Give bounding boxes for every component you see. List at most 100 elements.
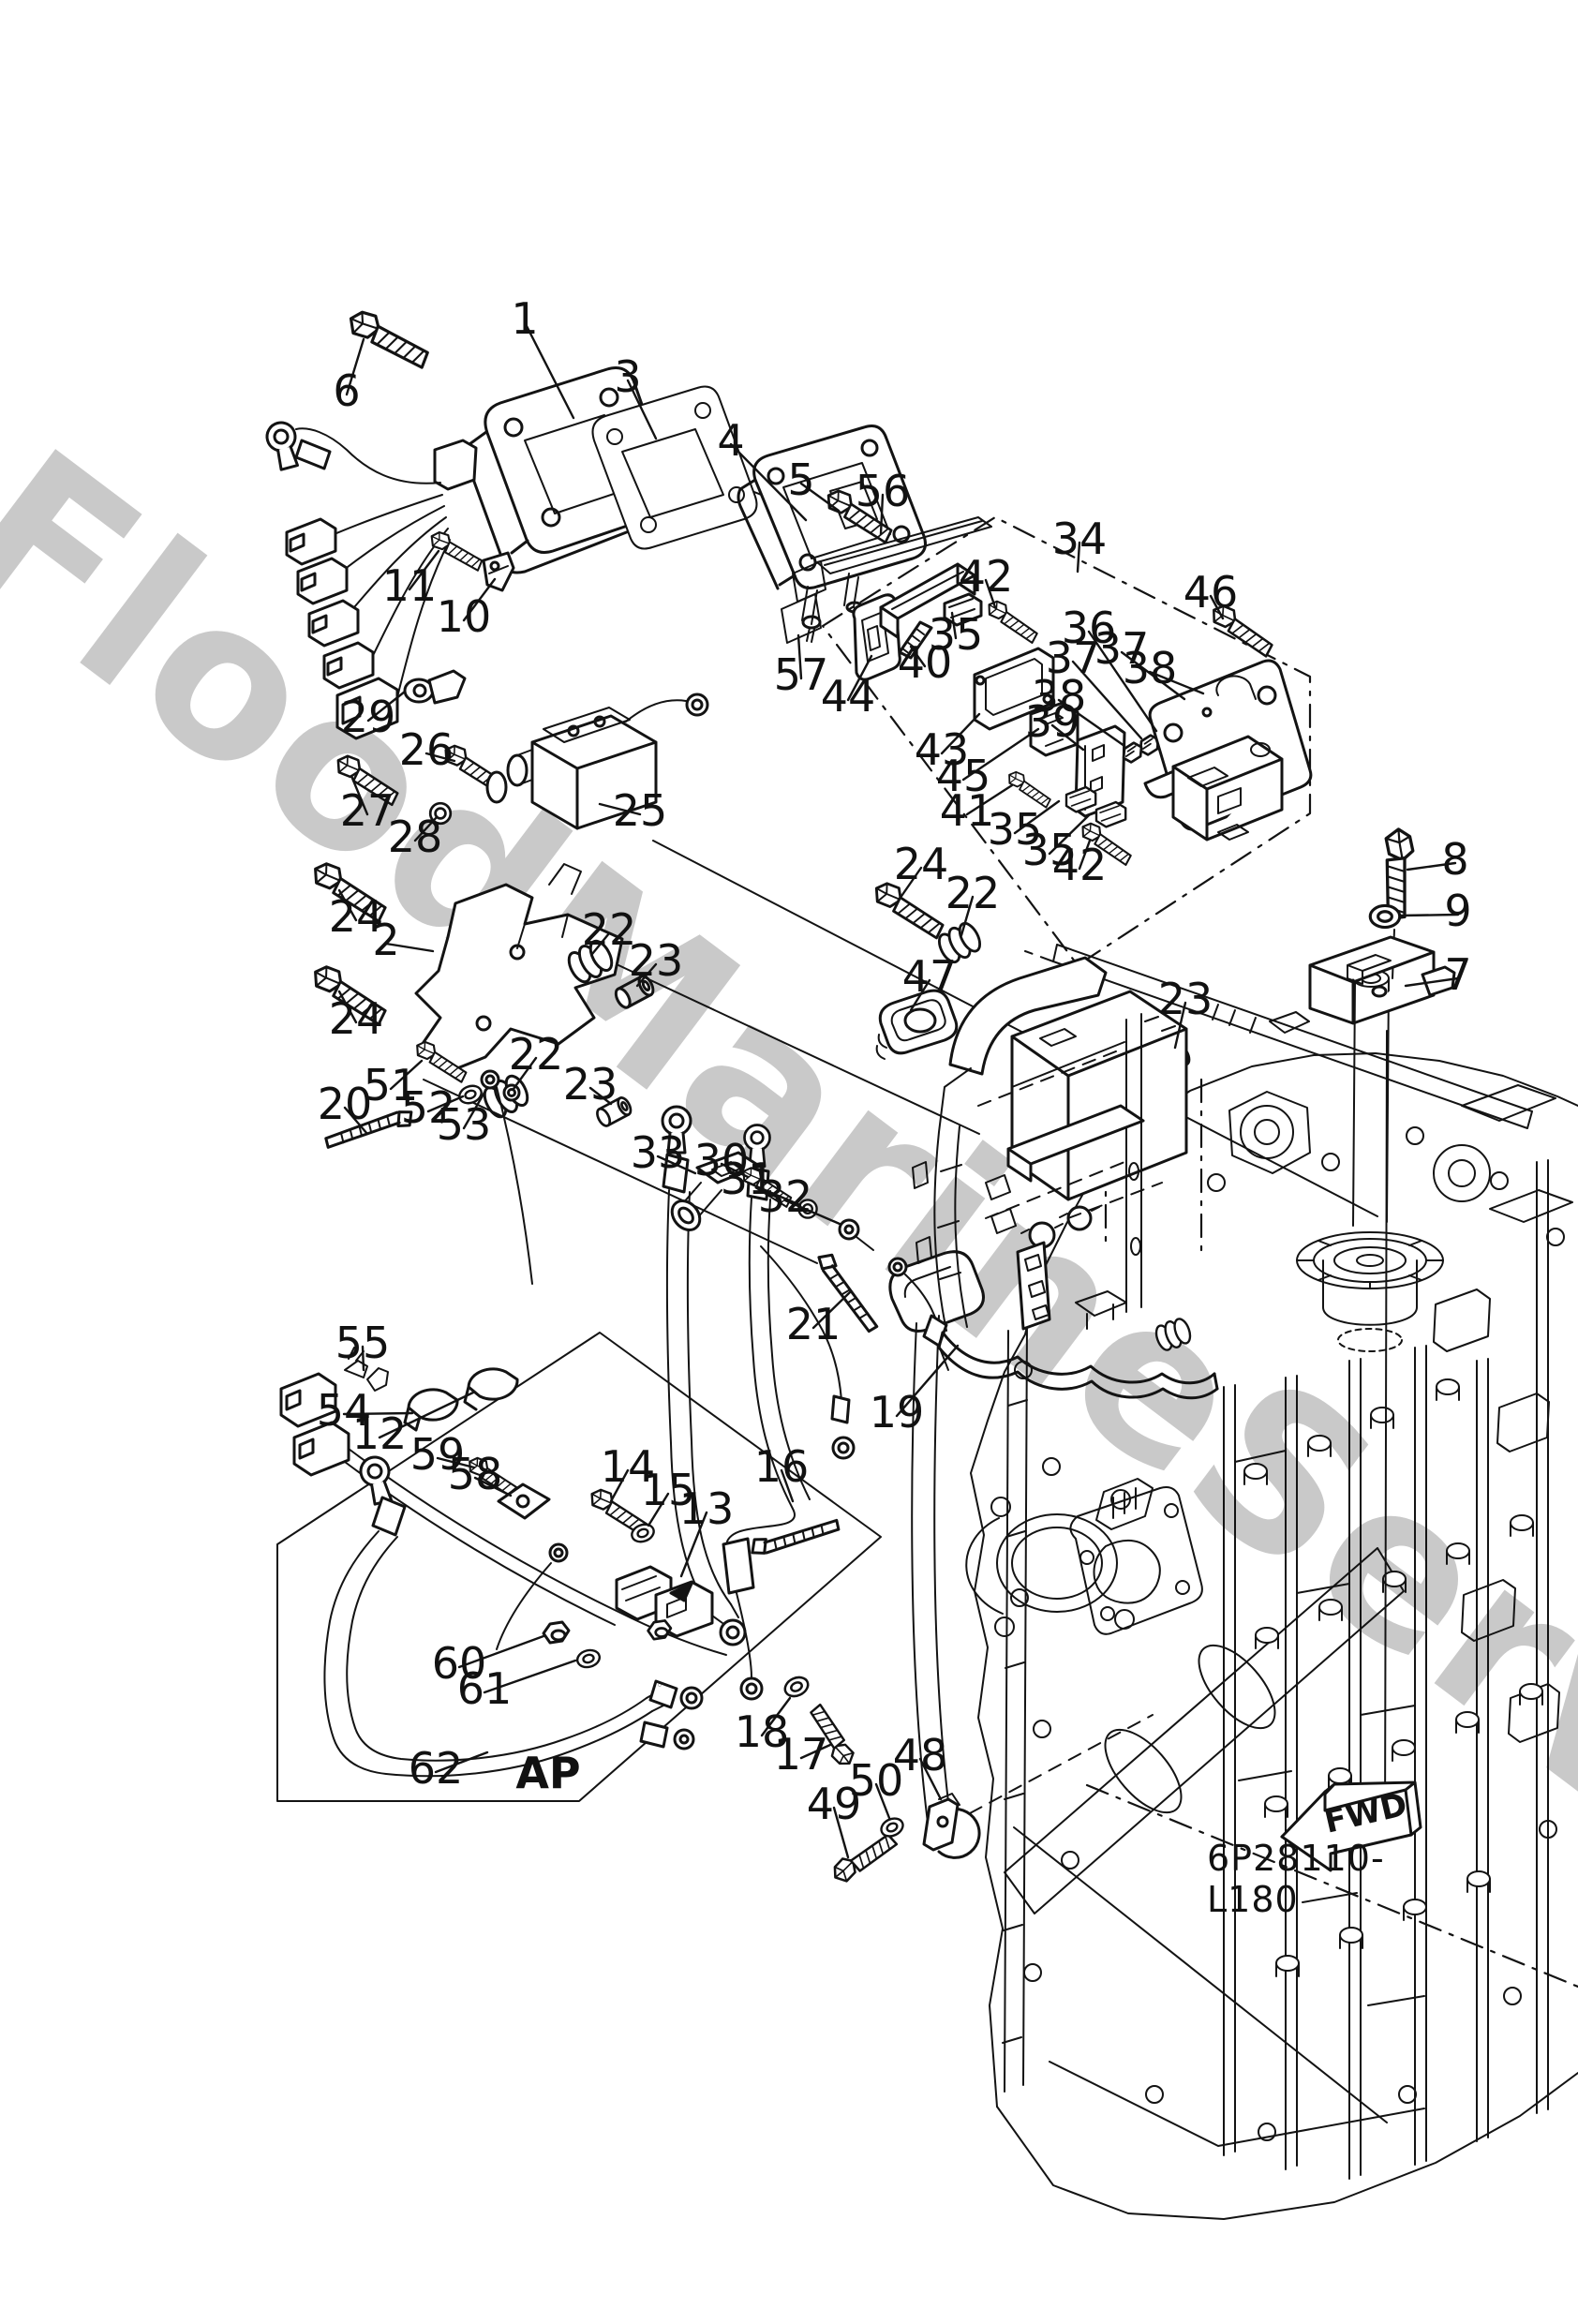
leader-41 — [965, 783, 1014, 816]
callout-35: 35 — [928, 609, 984, 660]
callout-4: 4 — [717, 415, 745, 466]
callout-42: 42 — [958, 551, 1014, 602]
leader-53 — [462, 1089, 487, 1130]
leader-28 — [413, 815, 439, 842]
callout-24: 24 — [893, 839, 949, 889]
callout-6: 6 — [333, 365, 361, 416]
callout-9: 9 — [1444, 886, 1472, 936]
leader-49 — [832, 1806, 850, 1859]
leader-32 — [783, 1199, 841, 1226]
callout-60: 60 — [431, 1638, 487, 1689]
callout-31: 31 — [720, 1154, 776, 1204]
drawing-number: 6P28110-L180 — [1207, 1838, 1385, 1920]
callout-21: 21 — [785, 1299, 841, 1349]
callout-5: 5 — [787, 454, 815, 505]
callout-52: 52 — [400, 1082, 456, 1133]
part-clamp-7-group — [1024, 827, 1533, 1836]
callout-27: 27 — [339, 785, 395, 836]
callout-41: 41 — [939, 785, 995, 836]
leader-3 — [626, 379, 658, 440]
leader-25 — [598, 802, 642, 816]
callout-38: 38 — [1031, 671, 1087, 722]
leader-17 — [799, 1743, 832, 1760]
leader-lines — [337, 320, 1460, 1859]
callout-42: 42 — [1051, 840, 1108, 890]
leader-36 — [1087, 630, 1158, 733]
leader-22 — [960, 895, 975, 937]
part-solenoid-25 — [332, 669, 1378, 1217]
callout-23: 23 — [562, 1059, 618, 1110]
leader-22 — [512, 1056, 538, 1091]
callout-19: 19 — [869, 1387, 925, 1438]
leader-39 — [1050, 723, 1085, 752]
leader-42 — [984, 578, 997, 609]
leader-59 — [436, 1456, 476, 1469]
leader-31 — [746, 1181, 802, 1207]
callout-37: 37 — [1094, 623, 1150, 674]
callout-38: 38 — [1122, 643, 1178, 693]
callout-50: 50 — [848, 1755, 904, 1806]
callout-53: 53 — [436, 1099, 492, 1150]
leader-37 — [1120, 650, 1186, 701]
callout-58: 58 — [447, 1449, 503, 1499]
leader-38 — [1057, 698, 1126, 748]
callout-54: 54 — [316, 1385, 372, 1436]
callout-22: 22 — [581, 904, 637, 955]
lower-fasteners — [781, 1672, 1154, 1887]
leader-8 — [1406, 861, 1457, 872]
ap-label: AP — [515, 1748, 581, 1798]
leader-54 — [342, 1411, 414, 1416]
callout-56: 56 — [855, 466, 911, 516]
callout-1: 1 — [511, 293, 539, 344]
callout-35: 35 — [1021, 825, 1078, 875]
callout-25: 25 — [612, 785, 668, 836]
fwd-arrow: FWD — [1280, 1780, 1422, 1872]
leader-18 — [760, 1696, 792, 1737]
leader-27 — [350, 774, 369, 816]
callout-51: 51 — [363, 1060, 419, 1110]
leader-44 — [846, 654, 873, 702]
callout-3: 3 — [614, 351, 642, 402]
leader-29 — [366, 690, 407, 723]
callout-14: 14 — [600, 1441, 656, 1492]
callout-61: 61 — [456, 1663, 513, 1714]
leader-5 — [799, 482, 841, 513]
leader-14 — [609, 1468, 630, 1503]
leader-11 — [408, 549, 440, 591]
callout-47: 47 — [901, 951, 958, 1002]
leader-56 — [879, 493, 885, 536]
callout-22: 22 — [508, 1029, 564, 1080]
leader-57 — [796, 633, 803, 680]
leader-35 — [1013, 799, 1061, 835]
callout-8: 8 — [1441, 834, 1469, 885]
leader-37 — [1071, 660, 1143, 740]
leader-51 — [389, 1059, 424, 1091]
callout-29: 29 — [340, 692, 396, 742]
callout-62: 62 — [408, 1743, 464, 1794]
leader-23 — [588, 1086, 613, 1106]
relay-box-assembly — [781, 515, 1313, 967]
callout-17: 17 — [773, 1729, 829, 1780]
callout-23: 23 — [628, 935, 684, 986]
callout-24: 24 — [328, 993, 384, 1044]
callout-39: 39 — [1024, 696, 1080, 747]
leader-55 — [361, 1345, 365, 1372]
leader-62 — [434, 1750, 489, 1774]
leader-20 — [343, 1106, 369, 1136]
leader-23 — [635, 962, 658, 988]
callout-30: 30 — [693, 1135, 750, 1185]
leader-1 — [523, 320, 575, 420]
callout-43: 43 — [914, 724, 970, 775]
callout-13: 13 — [678, 1483, 735, 1534]
leader-35 — [1048, 813, 1091, 856]
leader-40 — [909, 645, 927, 668]
leader-52 — [426, 1095, 465, 1113]
callout-59: 59 — [409, 1429, 466, 1480]
leader-34 — [1076, 541, 1081, 574]
callout-36: 36 — [1061, 603, 1117, 653]
callout-32: 32 — [757, 1171, 813, 1222]
leader-15 — [647, 1492, 670, 1527]
